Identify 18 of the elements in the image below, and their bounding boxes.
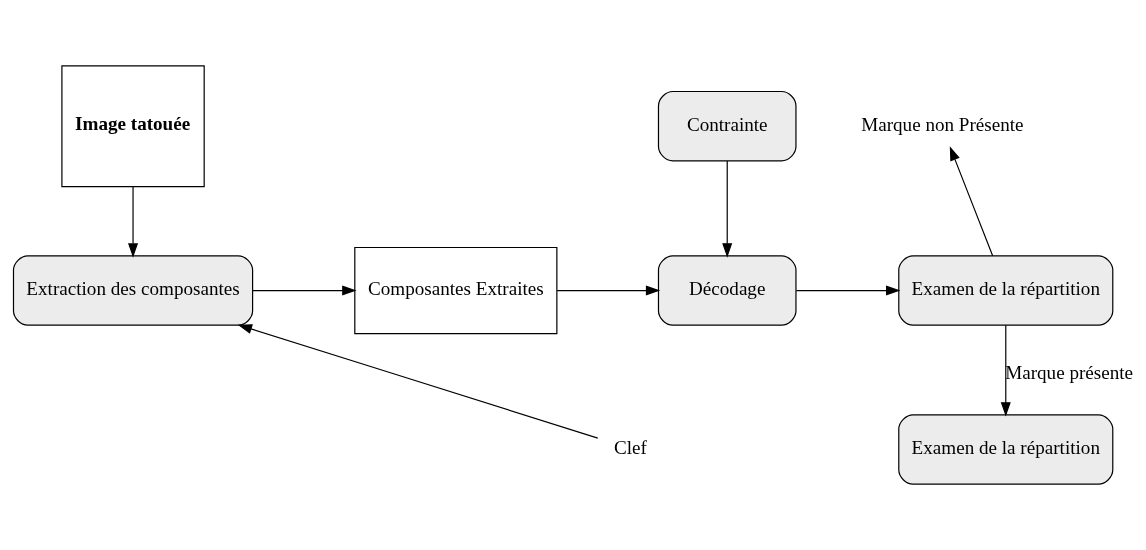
- arrow: [949, 146, 994, 257]
- arrow: [1000, 324, 1011, 417]
- node-text: Clef: [613, 437, 647, 459]
- edge-label: Marque présente: [1005, 361, 1134, 383]
- node-box: Extraction des composantes: [12, 255, 254, 326]
- arrow: [556, 285, 661, 296]
- node-box: Examen de la répartition: [898, 414, 1114, 485]
- node-text: Marque non Présente: [861, 113, 1024, 135]
- node-box: Composantes Extraites: [354, 246, 558, 335]
- arrow: [128, 186, 139, 258]
- arrow: [252, 285, 357, 296]
- node-box: Examen de la répartition: [898, 255, 1114, 326]
- node-box: Contrainte: [657, 90, 797, 162]
- arrow: [795, 285, 901, 296]
- arrow: [722, 160, 733, 258]
- node-box: Décodage: [657, 255, 797, 326]
- arrow: [237, 324, 599, 439]
- node-box: Image tatouée: [61, 65, 205, 188]
